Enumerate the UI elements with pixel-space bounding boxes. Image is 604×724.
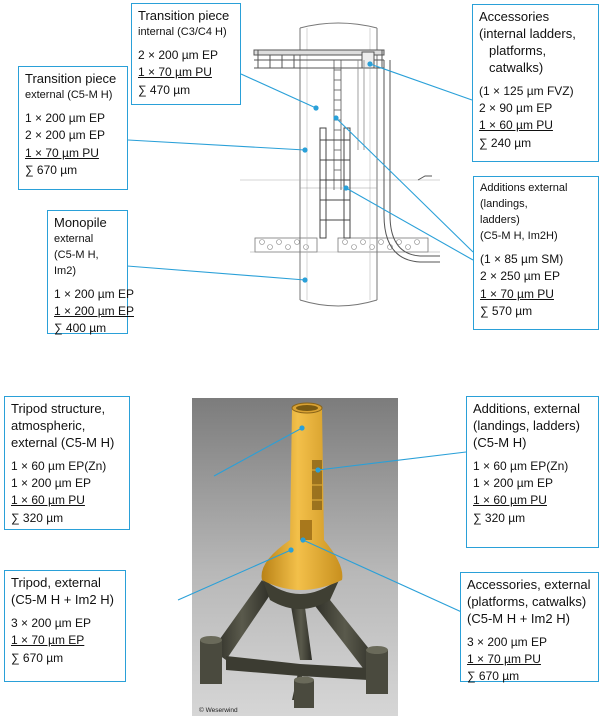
- callout-title: (C5-M H + Im2 H): [467, 610, 570, 626]
- coating-total: ∑ 670 µm: [11, 650, 64, 665]
- callout-title: (C5-M H + Im2 H): [11, 591, 114, 607]
- coating-line: 1 × 60 µm PU: [479, 118, 553, 133]
- callout-subtitle: external: [54, 232, 94, 245]
- callout-additions-external-tripod: Additions, external (landings, ladders) …: [466, 396, 599, 548]
- leader-dots-top: [302, 61, 373, 283]
- callout-title: (C5-M H, Im2H): [480, 229, 558, 242]
- coating-line: 1 × 60 µm PU: [473, 493, 547, 508]
- callout-subtitle: (C5-M H, Im2): [54, 248, 99, 277]
- coating-line: 2 × 200 µm EP: [25, 128, 105, 143]
- photo-credit: © Weserwind: [199, 706, 238, 714]
- coating-line: (1 × 85 µm SM): [480, 251, 564, 266]
- callout-title: external (C5-M H): [11, 434, 115, 450]
- coating-total: ∑ 670 µm: [25, 163, 78, 177]
- coating-total: ∑ 400 µm: [54, 321, 107, 336]
- callout-transition-piece-internal: Transition piece internal (C3/C4 H) 2 × …: [131, 3, 241, 105]
- coating-line: 1 × 200 µm EP: [25, 110, 105, 125]
- coating-line: 1 × 70 µm PU: [25, 145, 99, 160]
- callout-title: (landings,: [480, 197, 528, 210]
- coating-total: ∑ 320 µm: [11, 510, 64, 525]
- coating-line: 1 × 60 µm PU: [11, 493, 85, 508]
- coating-total: ∑ 320 µm: [473, 510, 526, 525]
- callout-title: Monopile: [54, 215, 107, 230]
- callout-tripod-external: Tripod, external (C5-M H + Im2 H) 3 × 20…: [4, 570, 126, 682]
- coating-total: ∑ 470 µm: [138, 82, 191, 97]
- coating-line: 1 × 70 µm PU: [480, 286, 554, 301]
- callout-title: (internal ladders,: [479, 25, 576, 41]
- coating-total: ∑ 670 µm: [467, 669, 520, 684]
- leader-lines-top: [126, 63, 474, 281]
- coating-line: 1 × 200 µm EP: [473, 476, 553, 491]
- leader-lines-bottom: [177, 427, 467, 615]
- callout-title: catwalks): [489, 59, 544, 75]
- internal-ladder: [333, 60, 365, 190]
- callout-title: ladders): [480, 213, 520, 226]
- coating-total: ∑ 240 µm: [479, 135, 532, 150]
- callout-title: Additions external: [480, 182, 568, 194]
- leader-dots-bottom: [288, 425, 321, 553]
- coating-line: 1 × 70 µm PU: [138, 65, 212, 80]
- coating-line: 1 × 60 µm EP(Zn): [473, 458, 569, 473]
- callout-accessories-external: Accessories, external (platforms, catwal…: [460, 572, 599, 684]
- callout-title: Additions, external: [473, 401, 580, 416]
- coating-line: 1 × 70 µm EP: [11, 633, 85, 648]
- platform: [253, 49, 385, 69]
- callout-subtitle: internal (C3/C4 H): [138, 25, 227, 38]
- callout-title: Transition piece: [138, 8, 230, 23]
- monopile-tube: [240, 22, 440, 307]
- coating-line: 2 × 200 µm EP: [138, 47, 218, 62]
- callout-title: platforms,: [489, 42, 547, 58]
- callout-title: Accessories, external: [467, 577, 591, 592]
- callout-tripod-structure: Tripod structure, atmospheric, external …: [4, 396, 130, 530]
- callout-transition-piece-external: Transition piece external (C5-M H) 1 × 2…: [18, 66, 128, 190]
- coating-line: 2 × 90 µm EP: [479, 100, 553, 115]
- callout-title: Tripod structure,: [11, 401, 106, 416]
- coating-line: 1 × 60 µm EP(Zn): [11, 458, 107, 473]
- coating-total: ∑ 570 µm: [480, 303, 533, 318]
- boat-landing: [319, 127, 351, 239]
- callout-subtitle: external (C5-M H): [25, 88, 113, 101]
- coating-line: 1 × 200 µm EP: [54, 286, 134, 301]
- coating-line: (1 × 125 µm FVZ): [479, 83, 574, 98]
- coating-line: 2 × 250 µm EP: [480, 269, 560, 284]
- tripod-photo: [192, 398, 398, 716]
- coating-line: 1 × 200 µm EP: [11, 476, 91, 491]
- callout-title: (C5-M H): [473, 434, 527, 450]
- j-tube: [383, 60, 440, 263]
- callout-title: Transition piece: [25, 71, 117, 86]
- coating-line: 1 × 70 µm PU: [467, 652, 541, 667]
- seabed-hatch: [250, 237, 440, 253]
- callout-title: (landings, ladders): [473, 417, 580, 433]
- callout-title: atmospheric,: [11, 417, 86, 433]
- callout-accessories: Accessories (internal ladders, platforms…: [472, 4, 599, 162]
- coating-line: 3 × 200 µm EP: [467, 634, 547, 649]
- callout-monopile-external: Monopile external (C5-M H, Im2) 1 × 200 …: [47, 210, 134, 336]
- callout-title: Accessories: [479, 9, 550, 24]
- coating-line: 3 × 200 µm EP: [11, 615, 91, 630]
- coating-line: 1 × 200 µm EP: [54, 304, 134, 319]
- callout-additions-external: Additions external (landings, ladders) (…: [473, 176, 599, 330]
- callout-title: (platforms, catwalks): [467, 593, 587, 609]
- callout-title: Tripod, external: [11, 575, 101, 590]
